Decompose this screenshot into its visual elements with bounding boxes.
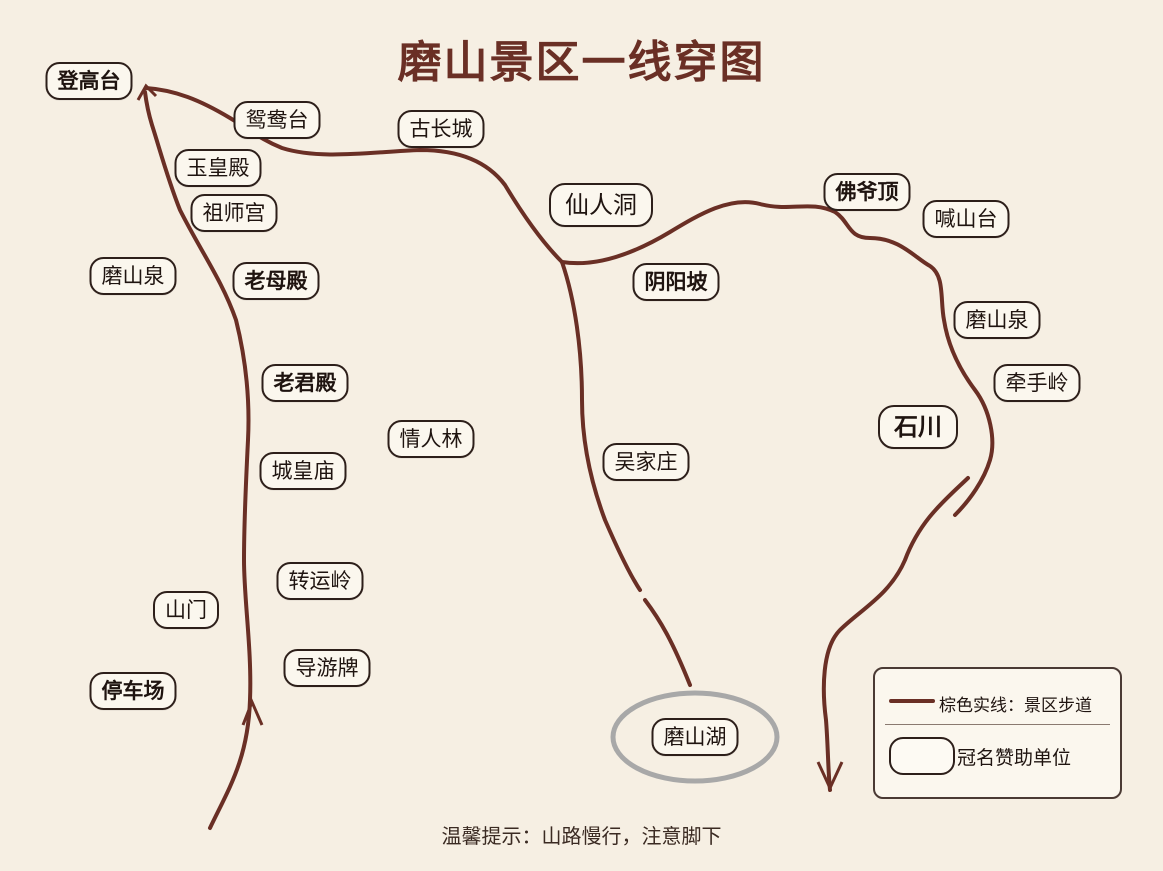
place-xianren-dong[interactable]: 仙人洞 — [549, 183, 653, 227]
place-zushi-gong[interactable]: 祖师宫 — [190, 194, 278, 232]
trail-east-descent — [821, 476, 970, 792]
place-qianshou-ling[interactable]: 牵手岭 — [993, 364, 1081, 402]
legend-trail-label: 棕色实线：景区步道 — [939, 696, 1092, 716]
map-legend: 棕色实线：景区步道 冠名赞助单位 — [873, 667, 1122, 799]
legend-sponsor-swatch — [889, 737, 955, 775]
place-yuhuang-dian[interactable]: 玉皇殿 — [174, 149, 262, 187]
trail-ridge-west — [144, 86, 564, 264]
place-moshan-hu[interactable]: 磨山湖 — [651, 718, 739, 756]
place-chenghuang-miao[interactable]: 城皇庙 — [259, 452, 347, 490]
place-foye-ding[interactable]: 佛爷顶 — [823, 173, 911, 211]
place-laojun-dian[interactable]: 老君殿 — [261, 364, 349, 402]
place-moshan-quan-right[interactable]: 磨山泉 — [953, 301, 1041, 339]
trail-middle-descent — [560, 260, 642, 592]
place-yinyang-po[interactable]: 阴阳坡 — [632, 263, 720, 301]
legend-trail-swatch — [889, 699, 935, 703]
legend-divider — [885, 724, 1110, 725]
place-moshan-quan-left[interactable]: 磨山泉 — [89, 257, 177, 295]
map-title: 磨山景区一线穿图 — [397, 37, 766, 88]
trail-exit-arrow — [816, 761, 844, 792]
safety-tip: 温馨提示：山路慢行，注意脚下 — [441, 824, 722, 848]
place-yuanyang-tai[interactable]: 鸳鸯台 — [233, 101, 321, 139]
place-denggao-tai[interactable]: 登高台 — [45, 62, 133, 100]
place-wujia-zhuang[interactable]: 吴家庄 — [602, 443, 690, 481]
place-qingren-lin[interactable]: 情人林 — [387, 420, 475, 458]
trail-entry-arrow — [241, 698, 264, 726]
place-zhuanyun-ling[interactable]: 转运岭 — [276, 562, 364, 600]
trail-left-ascent — [143, 90, 253, 830]
lake-highlight-ring — [610, 690, 780, 784]
place-hanshan-tai[interactable]: 喊山台 — [922, 200, 1010, 238]
place-tingche-chang[interactable]: 停车场 — [89, 672, 177, 710]
place-shichuan[interactable]: 石川 — [878, 405, 958, 449]
trail-ridge-east — [560, 200, 995, 517]
place-shanmen[interactable]: 山门 — [153, 591, 219, 629]
place-gu-changcheng[interactable]: 古长城 — [397, 110, 485, 148]
place-daoyou-pai[interactable]: 导游牌 — [283, 649, 371, 687]
trail-middle-lake — [643, 598, 692, 687]
legend-sponsor-label: 冠名赞助单位 — [957, 747, 1072, 769]
place-laomu-dian[interactable]: 老母殿 — [232, 262, 320, 300]
